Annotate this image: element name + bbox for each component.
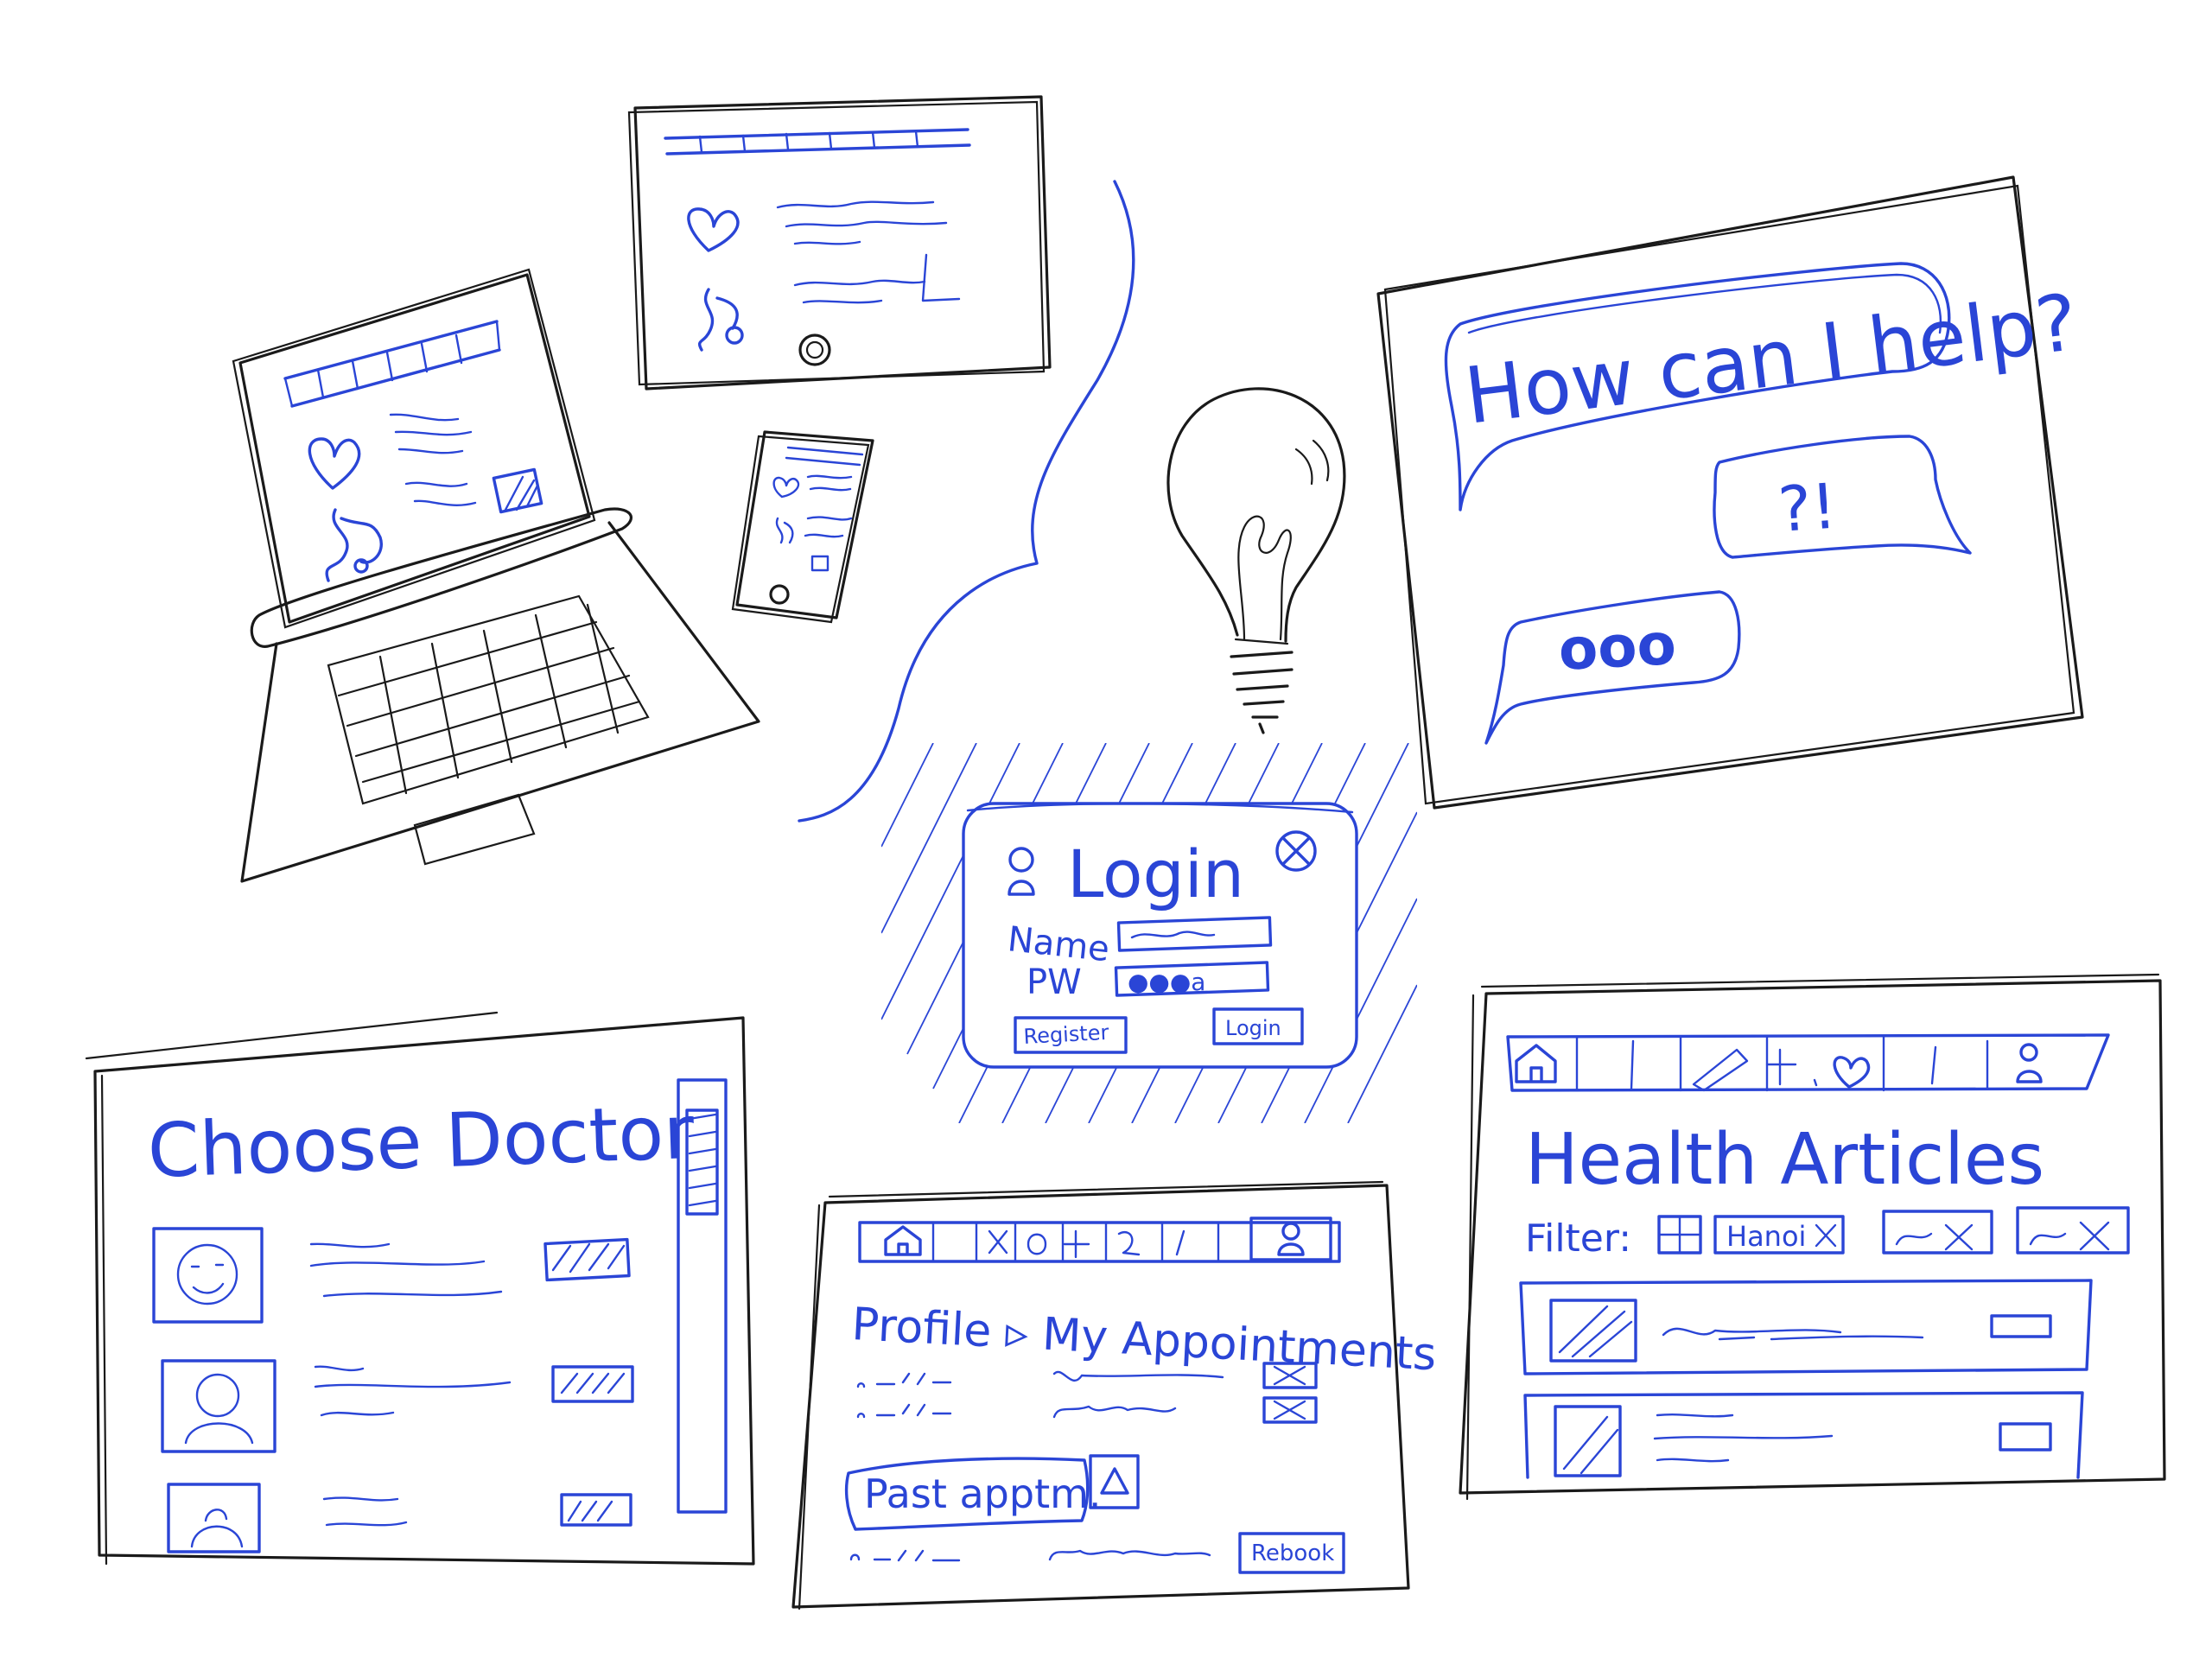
user-icon[interactable] [2016,1043,2043,1083]
nav-bar [858,1221,1341,1263]
chat-reply-text: ?! [1776,469,1839,545]
chat-typing-indicator: ooo [1557,611,1678,683]
article-thumbnail [1554,1405,1622,1477]
stethoscope-icon [697,288,739,352]
select-doctor-button[interactable] [551,1365,634,1403]
health-articles-panel [1459,973,2166,1501]
past-appointments-label: Past apptm. [864,1471,1102,1517]
appointments-panel [791,1180,1410,1610]
filter-chip-hanoi[interactable] [1713,1215,1845,1255]
scrollbar[interactable] [677,1078,728,1514]
breadcrumb: Profile ▹ My Appointments [850,1299,1438,1381]
read-more-button[interactable] [1990,1314,2052,1338]
doctor-list-item[interactable] [152,1227,631,1324]
home-icon[interactable] [884,1225,922,1256]
heart-icon [308,437,361,490]
health-articles-title: Health Articles [1525,1119,2044,1201]
laptop-sketch [232,268,760,883]
password-label: PW [1027,962,1082,1002]
filter-chip[interactable] [1882,1210,1993,1255]
choose-doctor-title: Choose Doctor [146,1089,696,1195]
stethoscope-icon[interactable] [1765,1048,1818,1087]
select-doctor-button[interactable] [560,1493,632,1527]
phone-sketch [731,430,874,624]
doctor-list-item[interactable] [161,1359,634,1453]
close-icon[interactable] [1275,830,1317,872]
pencil-icon[interactable] [1692,1048,1749,1092]
user-icon [1007,847,1035,896]
name-field[interactable] [1116,916,1273,952]
choose-doctor-panel [85,1011,755,1566]
chat-bubble-reply [1713,435,1972,559]
stethoscope-icon [325,508,383,582]
password-field[interactable] [1114,961,1270,997]
nav-bar [1506,1033,2110,1092]
doctor-avatar [152,1227,264,1324]
chat-greeting-text: How can I help? [1460,277,2082,442]
smiley-face-icon [176,1243,238,1305]
collapse-toggle[interactable] [1089,1454,1140,1509]
profile-tab[interactable] [1249,1217,1332,1261]
read-more-button[interactable] [1999,1422,2052,1452]
article-card[interactable] [1519,1279,2093,1375]
password-value: ●●●a [1128,968,1205,996]
chat-bubble-question [1444,262,1951,511]
past-appointments-header[interactable] [844,1457,1090,1531]
chat-panel [1376,175,2084,810]
scrollbar-thumb[interactable] [685,1109,719,1216]
home-icon[interactable] [1515,1044,1557,1083]
register-button[interactable] [1014,1016,1128,1054]
doctor-list-item[interactable] [167,1483,632,1553]
article-card[interactable] [1523,1391,2084,1479]
cancel-appointment-button[interactable] [1262,1396,1318,1424]
doctor-avatar [161,1359,276,1453]
user-icon [184,1373,254,1445]
heart-icon [772,476,800,499]
article-thumbnail [1549,1299,1637,1363]
lightbulb-icon [1166,387,1346,734]
doctor-avatar [167,1483,261,1553]
filter-label: Filter: [1525,1217,1631,1261]
select-doctor-button[interactable] [543,1237,631,1282]
tablet-sketch [627,95,1052,391]
login-title: Login [1067,835,1244,912]
register-label: Register [1023,1020,1109,1049]
cancel-appointment-button[interactable] [1262,1362,1318,1389]
filter-chip[interactable] [2016,1206,2130,1255]
user-icon [1277,1222,1305,1256]
rebook-label: Rebook [1251,1540,1334,1566]
remove-filter-icon[interactable] [1815,1223,1837,1248]
rebook-button[interactable] [1238,1532,1345,1574]
brace-divider [798,180,1135,823]
heart-icon[interactable] [1833,1056,1871,1089]
login-button-label: Login [1225,1016,1281,1040]
login-button[interactable] [1212,1007,1304,1045]
filter-chip-hanoi-label: Hanoi [1726,1220,1806,1253]
heart-icon [687,207,740,252]
chat-bubble-typing [1484,590,1741,745]
